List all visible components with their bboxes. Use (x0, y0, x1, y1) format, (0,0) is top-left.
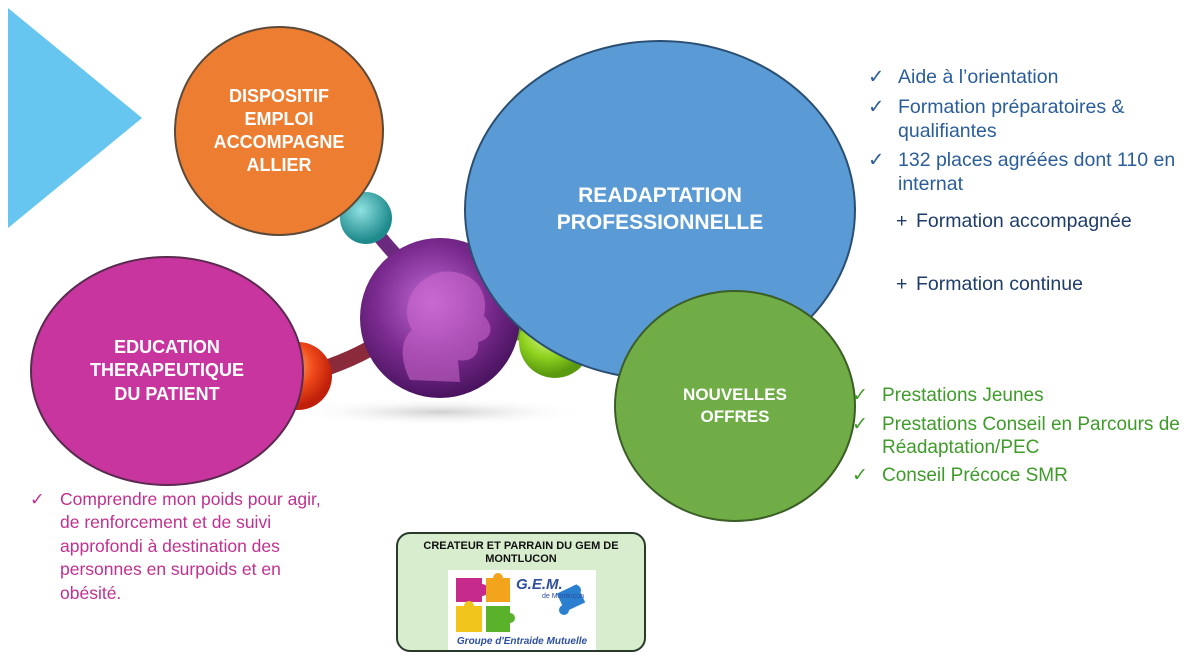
readaptation-list: ✓Aide à l’orientation ✓Formation prépara… (868, 66, 1188, 203)
gem-box: CREATEUR ET PARRAIN DU GEM DE MONTLUCON … (396, 532, 646, 652)
check-icon: ✓ (30, 489, 45, 509)
circle-nouvelles-offres: NOUVELLES OFFRES (614, 290, 856, 522)
circle-education: EDUCATION THERAPEUTIQUE DU PATIENT (30, 256, 304, 486)
plus-icon: + (896, 210, 908, 232)
gem-caption: CREATEUR ET PARRAIN DU GEM DE MONTLUCON (423, 540, 619, 566)
list-item: ✓Conseil Précoce SMR (852, 465, 1068, 487)
readaptation-plus-list: +Formation accompagnée +Formation contin… (896, 210, 1196, 296)
plus-icon: + (896, 273, 908, 295)
list-item: ✓Comprendre mon poids pour agir, de renf… (30, 489, 321, 603)
education-list: ✓Comprendre mon poids pour agir, de renf… (30, 488, 330, 605)
list-item: +Formation accompagnée (896, 210, 1132, 232)
list-item: +Formation continue (896, 273, 1083, 295)
circle-label: READAPTATION PROFESSIONNELLE (556, 184, 764, 234)
check-icon: ✓ (868, 149, 885, 172)
circle-label: DISPOSITIF EMPLOI ACCOMPAGNE ALLIER (213, 85, 345, 176)
puzzle-icon (456, 573, 586, 632)
check-icon: ✓ (852, 413, 868, 435)
list-item: ✓132 places agréées dont 110 en internat (868, 149, 1176, 196)
list-item: ✓Formation préparatoires & qualifiantes (868, 95, 1125, 142)
play-triangle-icon (8, 8, 142, 228)
gem-logo: G.E.M. de Montluçon Groupe d'Entraide Mu… (448, 570, 596, 650)
check-icon: ✓ (852, 385, 868, 406)
gem-logo-name: Groupe d'Entraide Mutuelle (456, 636, 588, 647)
circle-label: EDUCATION THERAPEUTIQUE DU PATIENT (89, 337, 244, 404)
gem-logo-title: G.E.M. (516, 576, 563, 593)
check-icon: ✓ (852, 465, 868, 487)
list-item: ✓Prestations Jeunes (852, 385, 1044, 406)
nouvelles-offres-list: ✓Prestations Jeunes ✓Prestations Conseil… (852, 385, 1197, 494)
circle-dispositif-emploi: DISPOSITIF EMPLOI ACCOMPAGNE ALLIER (174, 26, 384, 236)
gem-logo-sub: de Montluçon (542, 593, 585, 600)
check-icon: ✓ (868, 66, 885, 88)
list-item: ✓Prestations Conseil en Parcours de Réad… (852, 413, 1180, 458)
list-item: ✓Aide à l’orientation (868, 66, 1059, 88)
check-icon: ✓ (868, 95, 885, 118)
circle-label: NOUVELLES OFFRES (683, 385, 787, 426)
